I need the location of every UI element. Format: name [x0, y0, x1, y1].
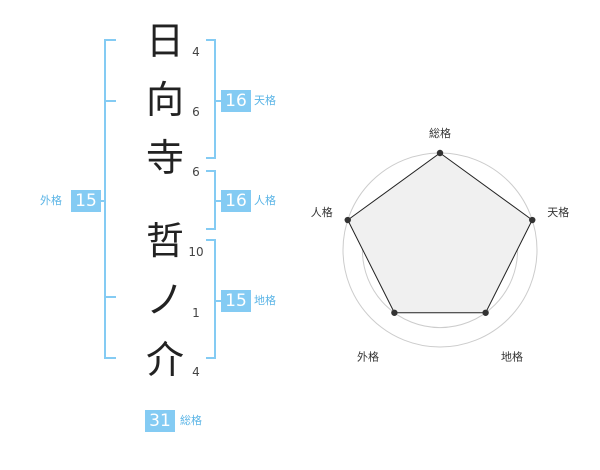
radar-point	[436, 149, 444, 157]
name-char-3: 寺	[145, 136, 184, 180]
radar-axis-label: 総格	[429, 126, 451, 140]
radar-axis-label: 天格	[547, 205, 569, 219]
chikaku-bracket	[206, 239, 216, 359]
tenkaku-label: 天格	[254, 94, 276, 107]
name-char-6: 介	[145, 338, 184, 382]
jinkaku-label: 人格	[254, 194, 276, 207]
gaikaku-bracket	[104, 39, 116, 359]
jinkaku-value-badge: 16	[221, 190, 251, 212]
soukaku-value-badge: 31	[145, 410, 175, 432]
radar-axis-label: 地格	[501, 349, 523, 363]
radar-point	[482, 309, 489, 316]
radar-series	[344, 149, 536, 316]
stroke-count-1: 4	[192, 45, 200, 59]
stroke-count-6: 4	[192, 365, 200, 379]
name-char-5: ノ	[145, 278, 184, 322]
radar-axis-label: 外格	[357, 349, 379, 363]
radar-point	[344, 216, 351, 224]
stroke-count-5: 1	[192, 306, 200, 320]
radar-series-fill	[347, 153, 533, 313]
tenkaku-bracket	[206, 39, 216, 159]
name-char-2: 向	[145, 78, 184, 122]
chikaku-value-badge: 15	[221, 290, 251, 312]
stroke-count-2: 6	[192, 105, 200, 119]
radar-point	[391, 309, 398, 316]
stroke-count-3: 6	[192, 165, 200, 179]
radar-series-line	[347, 152, 533, 314]
gaikaku-value-badge: 15	[71, 190, 101, 212]
stroke-count-4: 10	[188, 245, 204, 259]
name-char-1: 日	[145, 19, 184, 63]
chikaku-label: 地格	[254, 294, 276, 307]
soukaku-label: 総格	[180, 414, 202, 427]
radar-point	[529, 216, 536, 224]
radar-axis-label: 人格	[311, 205, 333, 219]
tenkaku-value-badge: 16	[221, 90, 251, 112]
gaikaku-label: 外格	[40, 194, 62, 207]
name-char-4: 哲	[145, 219, 184, 263]
